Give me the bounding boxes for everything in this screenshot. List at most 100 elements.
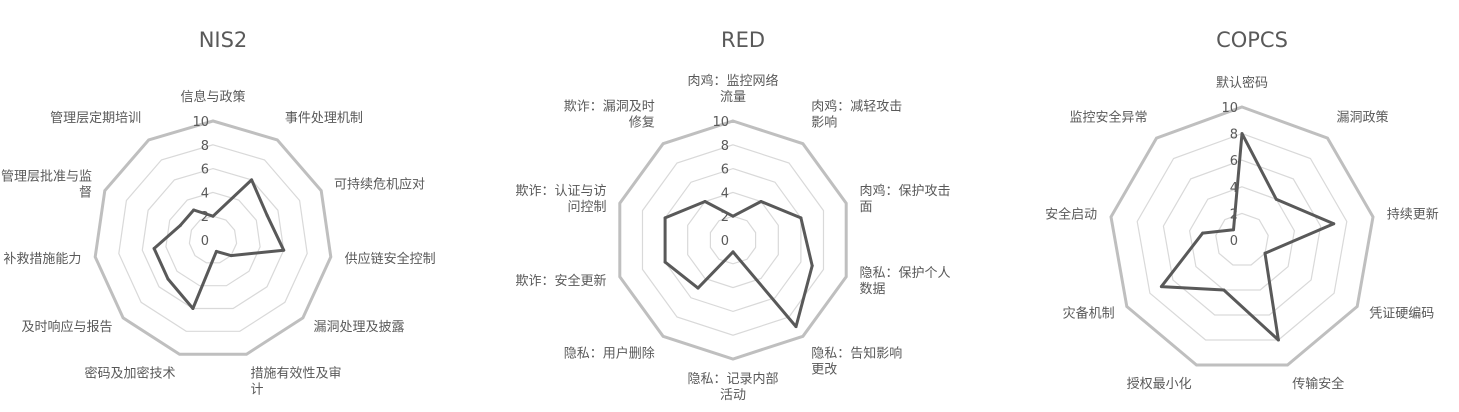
data-point [1232, 228, 1235, 232]
axis-label: 灾备机制 [1063, 306, 1115, 322]
axis-label: 漏洞处理及披露 [314, 319, 405, 335]
data-point [152, 247, 156, 250]
data-point [731, 214, 735, 218]
data-point [759, 200, 763, 203]
data-point [696, 286, 700, 290]
axis-label-line: 肉鸡：减轻攻击 [811, 98, 902, 114]
grid-ring [1136, 132, 1348, 341]
outer-grid-ring [1109, 105, 1375, 367]
tick-label: 0 [1230, 234, 1238, 249]
axis-label-line: 肉鸡：保护攻击 [860, 183, 951, 199]
axis-label-line: 漏洞政策 [1337, 109, 1389, 125]
tick-label: 10 [1221, 101, 1238, 116]
axis-label-line: 隐私：记录内部 [687, 371, 778, 387]
axis-label: 监控安全异常 [1069, 109, 1147, 125]
axis-label-line: 及时响应与报告 [21, 319, 112, 335]
data-point [179, 223, 182, 227]
data-point [211, 214, 215, 218]
axis-label-line: 更改 [811, 363, 837, 378]
tick-label: 0 [721, 234, 729, 249]
axis-label: 隐私：告知影响更改 [811, 346, 902, 378]
axis-label-line: 影响 [811, 114, 837, 130]
data-point [1263, 251, 1267, 255]
grid-ring [1162, 159, 1322, 316]
data-point [663, 260, 667, 264]
axis-label: 持续更新 [1387, 207, 1439, 223]
grid-ring [141, 167, 285, 310]
axis-label-line: 管理层定期培训 [50, 110, 141, 126]
data-point [1274, 197, 1278, 201]
data-point [282, 248, 286, 252]
data-point [1222, 288, 1226, 292]
axis-label-line: 督 [79, 186, 92, 201]
axis-label: 供应链安全控制 [345, 251, 436, 267]
axis-label-line: 面 [860, 200, 873, 215]
data-point [166, 277, 170, 281]
axis-label: 密码及加密技术 [84, 366, 175, 382]
axis-label-line: 漏洞处理及披露 [314, 319, 405, 335]
tick-label: 6 [201, 163, 209, 178]
axis-label-line: 欺诈：认证与访 [515, 184, 606, 199]
axis-label-line: 监控安全异常 [1069, 109, 1147, 125]
axis-label-line: 隐私：保护个人 [860, 266, 951, 281]
axis-label: 隐私：保护个人数据 [860, 266, 951, 297]
outer-grid-ring [93, 119, 333, 356]
axis-label-line: 隐私：告知影响 [811, 346, 902, 362]
chart-title: RED [721, 28, 765, 52]
axis-label-line: 肉鸡：监控网络 [687, 73, 778, 89]
axis-label: 及时响应与报告 [21, 319, 112, 335]
series-line [663, 200, 814, 329]
grid-ring [1215, 212, 1269, 266]
data-point [810, 264, 814, 268]
axis-label-line: 措施有效性及审 [251, 367, 342, 382]
chart-title: COPCS [1216, 28, 1288, 52]
axis-label-line: 流量 [720, 90, 746, 105]
axis-label-line: 修复 [629, 115, 655, 130]
data-point [1276, 338, 1280, 342]
axis-label-line: 可持续危机应对 [334, 177, 425, 193]
data-point [799, 216, 803, 220]
axis-label: 默认密码 [1216, 75, 1268, 91]
axis-label-line: 计 [251, 383, 264, 398]
radar-chart-red: RED0246810肉鸡：监控网络流量肉鸡：减轻攻击影响肉鸡：保护攻击面隐私：保… [515, 28, 950, 403]
data-point [1332, 222, 1336, 226]
axis-label: 信息与政策 [180, 89, 245, 105]
tick-label: 8 [201, 139, 209, 154]
chart-title: NIS2 [199, 28, 248, 52]
axis-label-line: 凭证硬编码 [1369, 307, 1434, 322]
axis-label: 措施有效性及审计 [251, 367, 342, 398]
axis-label: 管理层批准与监督 [1, 170, 92, 201]
tick-label: 2 [201, 210, 209, 225]
tick-label: 0 [201, 234, 209, 249]
outer-grid-ring [618, 119, 848, 361]
axis-label-line: 默认密码 [1216, 75, 1268, 91]
radar-chart-nis2: NIS20246810信息与政策事件处理机制可持续危机应对供应链安全控制漏洞处理… [1, 28, 436, 398]
axis-label-line: 活动 [720, 388, 746, 403]
axis-label: 漏洞政策 [1337, 109, 1389, 125]
axis-label-line: 持续更新 [1387, 207, 1439, 223]
tick-label: 2 [721, 210, 729, 225]
grid-ring [118, 144, 308, 332]
axis-label-line: 灾备机制 [1063, 306, 1115, 322]
axis-label: 凭证硬编码 [1369, 307, 1434, 322]
data-point [1159, 285, 1163, 289]
axis-label: 补救措施能力 [3, 251, 81, 267]
grid-ring [664, 167, 802, 313]
series-line [1159, 132, 1336, 342]
axis-label-line: 补救措施能力 [3, 251, 81, 267]
tick-label: 4 [721, 186, 729, 201]
axis-label-line: 隐私：用户删除 [564, 346, 655, 362]
data-point [250, 178, 254, 182]
data-point [1240, 132, 1244, 136]
data-point [229, 254, 233, 258]
tick-label: 6 [721, 163, 729, 178]
axis-label-line: 安全启动 [1045, 207, 1097, 223]
tick-label: 4 [201, 186, 209, 201]
axis-label-line: 欺诈：安全更新 [515, 273, 606, 289]
axis-label: 欺诈：认证与访问控制 [515, 184, 606, 215]
axis-label: 隐私：记录内部活动 [687, 371, 778, 403]
axis-label: 管理层定期培训 [50, 110, 141, 126]
tick-label: 8 [1230, 128, 1238, 143]
tick-label: 10 [192, 115, 209, 130]
